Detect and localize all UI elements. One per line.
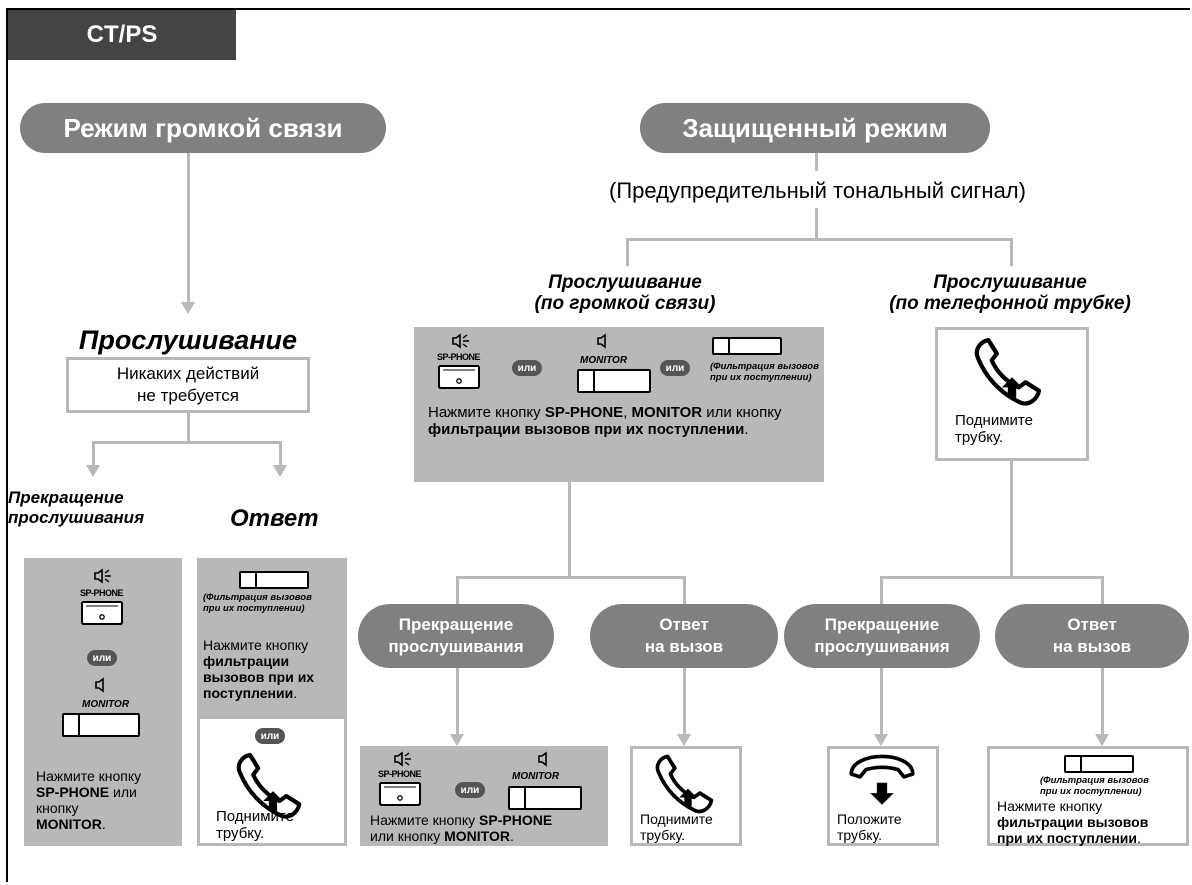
lift-bottom-line2: трубку.: [640, 827, 685, 843]
connector: [568, 482, 571, 578]
speaker-listen-title-2: (по громкой связи): [534, 293, 716, 314]
filter-label-line2: при их поступлении): [710, 372, 812, 383]
call-screening-button[interactable]: [239, 571, 309, 589]
lift-left-line2: трубку.: [216, 825, 265, 842]
monitor-label: MONITOR: [512, 771, 560, 782]
connector: [187, 413, 190, 443]
put-down-line2: трубку.: [837, 827, 882, 843]
arrow: [86, 465, 100, 477]
answer-left-instruction: Нажмите кнопку фильтрации вызовов при их…: [203, 637, 315, 702]
connector: [456, 576, 686, 579]
arrow: [677, 734, 691, 746]
lift-handset-line2: трубку.: [955, 429, 1004, 446]
connector: [456, 668, 459, 736]
diagram-frame: [6, 8, 1190, 882]
speaker-mic-icon: [393, 751, 413, 767]
no-action-line1: Никаких действий: [116, 364, 260, 383]
speaker-icon: [537, 751, 553, 767]
connector: [880, 668, 883, 736]
speaker-icon: [94, 677, 110, 693]
sp-phone-button[interactable]: [437, 364, 481, 390]
arrow: [181, 302, 195, 314]
filter-label-line1: (Фильтрация вызовов: [1040, 775, 1149, 786]
screening-instruction: Нажмите кнопку фильтрации вызовов при их…: [997, 798, 1149, 847]
sp-phone-button[interactable]: [80, 600, 124, 626]
filter-label-line2: при их поступлении): [1040, 786, 1142, 797]
handset-hang-up-icon: [844, 752, 920, 818]
connector: [1101, 668, 1104, 736]
answer-title-left: Ответ: [230, 505, 319, 532]
connector: [92, 441, 95, 469]
handset-listen-title-1: Прослушивание: [933, 272, 1087, 293]
lift-bottom-line1: Поднимите: [640, 811, 713, 827]
connector: [815, 208, 818, 240]
no-action-box: [66, 357, 310, 413]
sp-phone-label: SP-PHONE: [378, 769, 422, 779]
filter-label-line1: (Фильтрация вызовов: [203, 592, 312, 603]
put-down-line1: Положите: [837, 811, 902, 827]
connector: [626, 238, 629, 266]
header-tab: CT/PS: [8, 10, 236, 60]
connector: [187, 153, 190, 305]
speaker-mic-icon: [451, 333, 471, 349]
connector: [279, 441, 282, 469]
connector: [815, 153, 818, 171]
filter-label-line1: (Фильтрация вызовов: [710, 361, 819, 372]
connector: [880, 576, 1104, 579]
connector: [456, 576, 459, 604]
arrow: [1095, 734, 1109, 746]
monitor-label: MONITOR: [82, 699, 130, 710]
filter-label-line2: при их поступлении): [203, 603, 305, 614]
connector: [92, 441, 282, 444]
or-badge: или: [87, 650, 117, 666]
sp-phone-button[interactable]: [378, 781, 422, 807]
call-screening-button[interactable]: [1064, 755, 1134, 773]
connector: [683, 668, 686, 736]
sp-phone-label: SP-PHONE: [437, 352, 481, 362]
lift-left-line1: Поднимите: [216, 808, 294, 825]
stop-listen-title-left-2: прослушивания: [8, 508, 145, 527]
or-badge: или: [455, 782, 485, 798]
stop-listen-title-left-1: Прекращение: [8, 488, 124, 507]
monitor-button[interactable]: [62, 713, 140, 737]
call-screening-button[interactable]: [712, 337, 782, 355]
stop-left-instruction: Нажмите кнопку SP-PHONE или кнопку MONIT…: [36, 768, 142, 833]
arrow: [874, 734, 888, 746]
connector: [880, 576, 883, 604]
connector: [1010, 238, 1013, 266]
connector: [626, 238, 1013, 241]
privacy-mode-pill: Защищенный режим: [640, 103, 990, 153]
speaker-listen-instruction: Нажмите кнопку SP-PHONE, MONITOR или кно…: [428, 404, 782, 439]
handset-lift-icon: [650, 752, 726, 818]
hands-free-mode-pill: Режим громкой связи: [20, 103, 386, 153]
speaker-icon: [596, 333, 612, 349]
handset-listen-title-2: (по телефонной трубке): [889, 293, 1131, 314]
monitor-label: MONITOR: [580, 355, 628, 366]
connector: [1101, 576, 1104, 604]
or-badge: или: [255, 728, 285, 744]
or-badge: или: [660, 360, 690, 376]
speaker-mic-icon: [93, 568, 113, 584]
speaker-listen-title-1: Прослушивание: [548, 272, 702, 293]
no-action-line2: не требуется: [137, 386, 239, 405]
monitor-button[interactable]: [577, 369, 651, 393]
stop-bottom-instruction: Нажмите кнопку SP-PHONE или кнопку MONIT…: [370, 812, 553, 845]
sp-phone-label: SP-PHONE: [80, 588, 124, 598]
handset-lift-icon: [968, 335, 1056, 411]
monitor-button[interactable]: [508, 786, 582, 810]
arrow: [273, 465, 287, 477]
arrow: [450, 734, 464, 746]
listen-title-left: Прослушивание: [78, 325, 298, 355]
connector: [683, 576, 686, 604]
warning-tone-label: (Предупредительный тональный сигнал): [609, 178, 1026, 203]
connector: [1010, 461, 1013, 578]
lift-handset-line1: Поднимите: [955, 412, 1033, 429]
or-badge: или: [512, 360, 542, 376]
